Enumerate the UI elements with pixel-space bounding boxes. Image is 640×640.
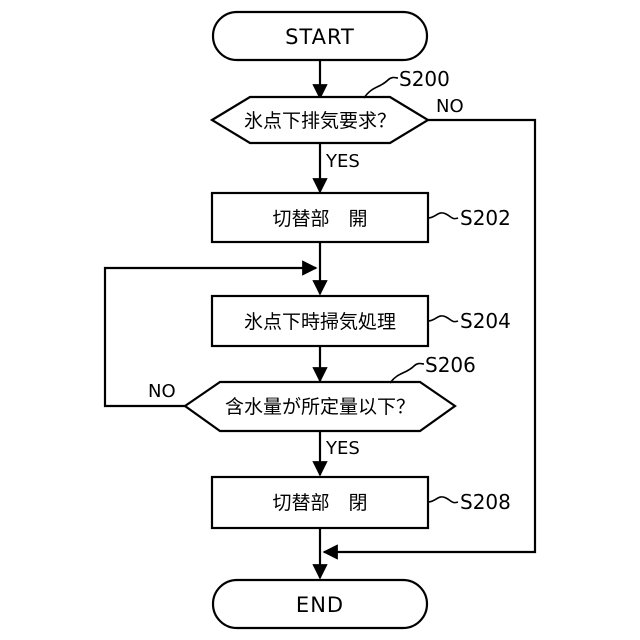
step-s208-label: S208 <box>460 490 511 514</box>
start-label: START <box>285 25 355 49</box>
process-switch-close-label: 切替部 閉 <box>272 492 367 514</box>
step-s208-leader <box>428 497 458 503</box>
decision2-no-label: NO <box>148 381 176 402</box>
decision1-no-label: NO <box>436 96 464 117</box>
step-s202-leader <box>428 213 458 219</box>
step-s200-label: S200 <box>399 67 450 91</box>
step-s200-leader <box>364 78 398 99</box>
step-s206-label: S206 <box>425 353 476 377</box>
process-switch-open-label: 切替部 開 <box>272 208 367 230</box>
end-label: END <box>296 593 344 617</box>
decision1-yes-label: YES <box>325 151 360 172</box>
decision-exhaust-request-label: 氷点下排気要求？ <box>244 110 396 132</box>
step-s202-label: S202 <box>460 206 511 230</box>
decision-water-content-label: 含水量が所定量以下？ <box>225 396 415 418</box>
process-subzero-scavenge-label: 氷点下時掃気処理 <box>244 311 396 333</box>
step-s204-label: S204 <box>460 309 511 333</box>
step-s204-leader <box>428 316 458 322</box>
decision2-yes-label: YES <box>325 438 360 459</box>
step-s206-leader <box>390 364 424 384</box>
